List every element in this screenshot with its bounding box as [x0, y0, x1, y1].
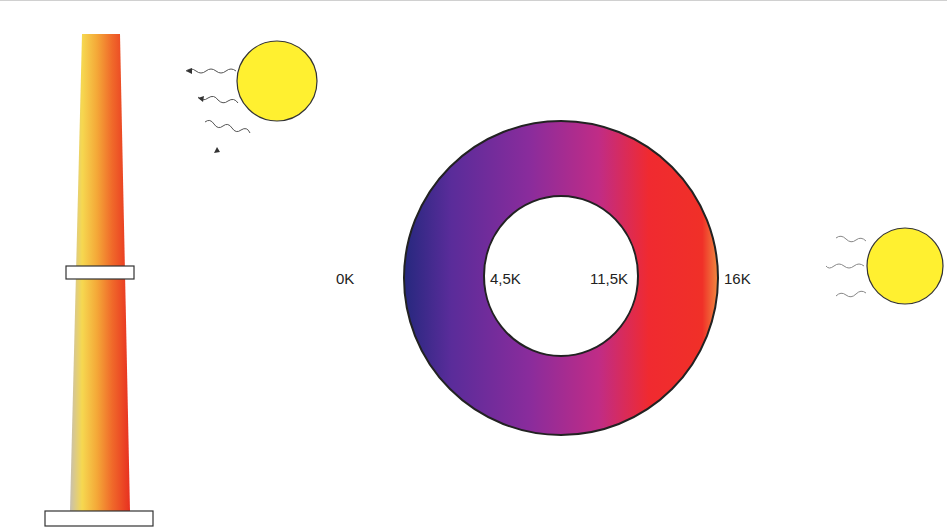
- pipe-cross-section: [404, 121, 718, 435]
- sun-left: [186, 41, 317, 153]
- temperature-label: 4,5K: [490, 271, 521, 286]
- temperature-label: 16K: [724, 271, 751, 286]
- chimney: [45, 34, 153, 526]
- temperature-label: 11,5K: [590, 271, 628, 286]
- temperature-label: 0K: [336, 271, 354, 286]
- sun-right: [826, 228, 943, 304]
